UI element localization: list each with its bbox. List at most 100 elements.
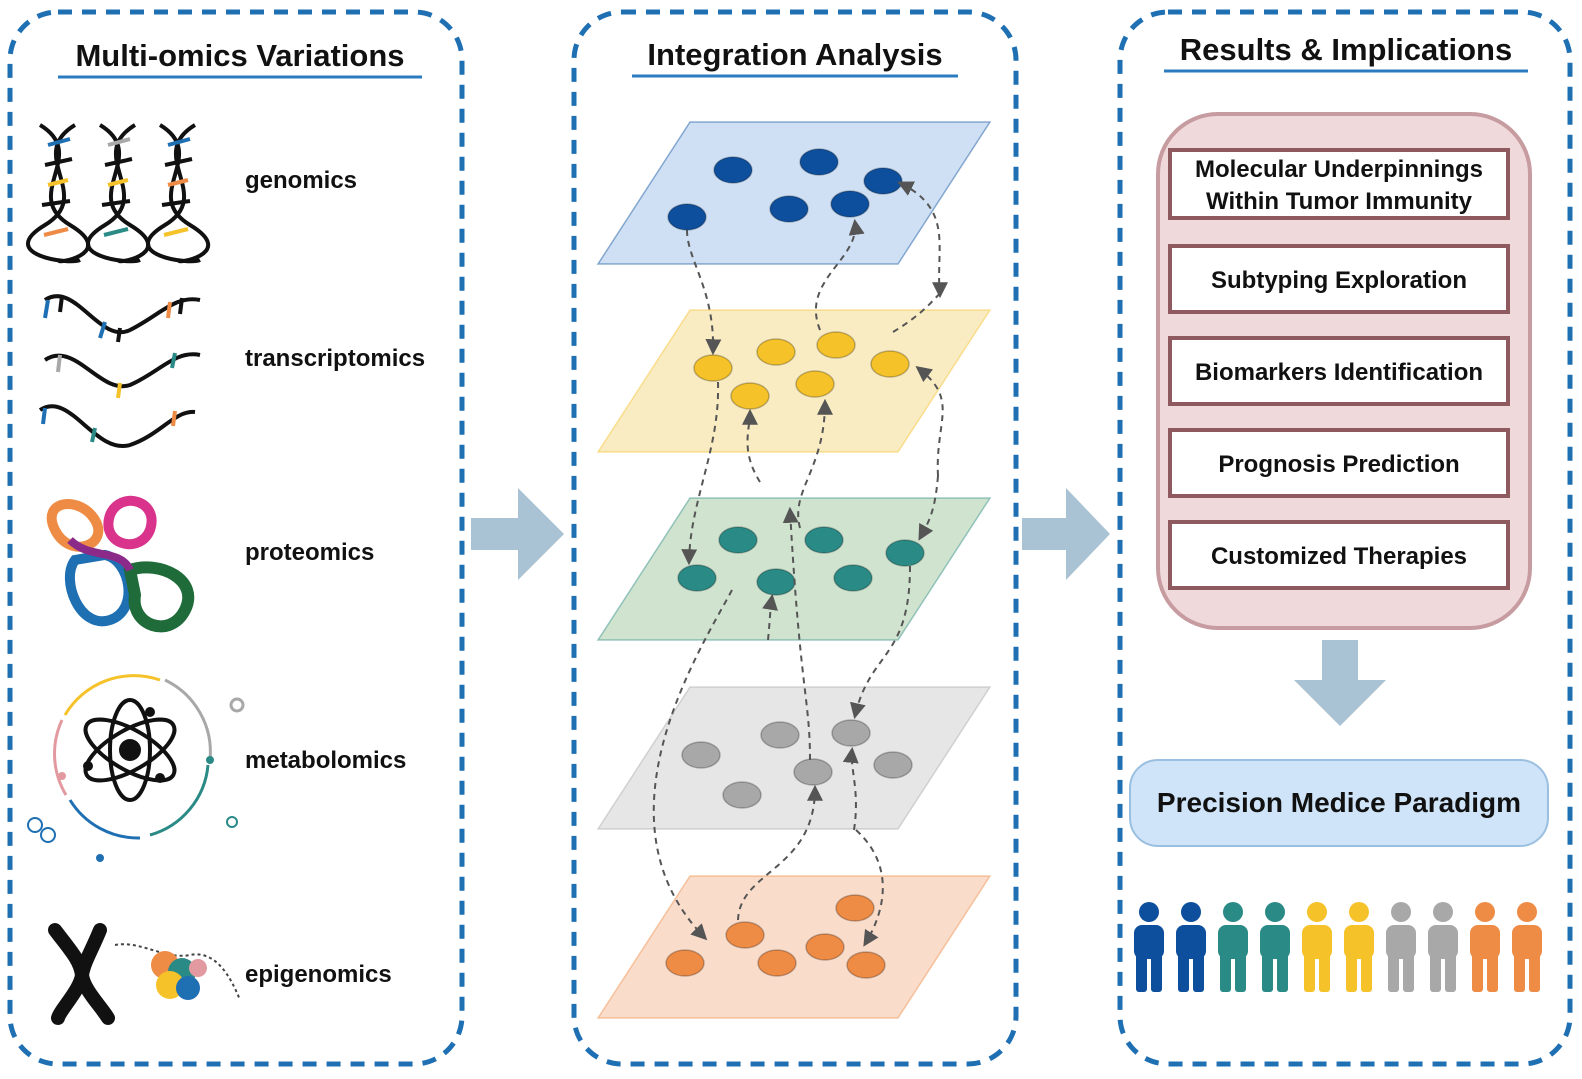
paradigm-label: Precision Medice Paradigm xyxy=(1157,787,1521,818)
layer-node-epigenomics-2 xyxy=(725,921,765,949)
layer-plane-genomics xyxy=(596,121,992,265)
person-icon xyxy=(1344,902,1374,992)
layer-node-transcriptomics-2 xyxy=(756,338,796,366)
omics-label-metabolomics: metabolomics xyxy=(245,747,406,774)
omics-label-proteomics: proteomics xyxy=(245,539,374,566)
result-box-2: Subtyping Exploration xyxy=(1168,244,1510,314)
person-icon xyxy=(1302,902,1332,992)
layer-node-genomics-4 xyxy=(799,148,839,176)
paradigm-box xyxy=(1129,759,1549,847)
variations-panel-border xyxy=(7,9,465,1067)
layer-transcriptomics xyxy=(596,309,992,453)
result-box-frame xyxy=(1168,428,1510,498)
result-box-frame xyxy=(1168,148,1510,220)
link-arrow-12 xyxy=(782,506,811,761)
variations-title: Multi-omics Variations xyxy=(75,38,404,73)
layer-node-metabolomics-5 xyxy=(793,758,833,786)
link-arrow-16 xyxy=(855,829,884,947)
person-icon xyxy=(1512,902,1542,992)
result-box-5: Customized Therapies xyxy=(1168,520,1510,590)
layer-node-metabolomics-4 xyxy=(722,781,762,809)
results-panel-border xyxy=(1117,9,1573,1067)
result-box-frame xyxy=(1168,520,1510,590)
layer-node-proteomics-2 xyxy=(718,526,758,554)
link-arrow-4 xyxy=(892,282,948,333)
result-box-label: Subtyping Exploration xyxy=(1211,267,1467,294)
integration-title: Integration Analysis xyxy=(647,37,942,72)
person-icon xyxy=(1260,902,1290,992)
layer-node-proteomics-1 xyxy=(677,564,717,592)
person-icon xyxy=(1470,902,1500,992)
flow-arrow-1 xyxy=(471,488,564,580)
layer-node-epigenomics-3 xyxy=(757,949,797,977)
results-title: Results & Implications xyxy=(1180,32,1512,67)
layer-node-metabolomics-1 xyxy=(681,741,721,769)
protein-fold-icon xyxy=(46,495,195,633)
cross-layer-links xyxy=(652,181,948,947)
person-icon xyxy=(1386,902,1416,992)
person-icon xyxy=(1176,902,1206,992)
integration-panel-border xyxy=(571,9,1019,1067)
layer-node-epigenomics-4 xyxy=(805,933,845,961)
result-box-3: Biomarkers Identification xyxy=(1168,336,1510,406)
layer-plane-epigenomics xyxy=(596,875,992,1019)
variations-panel: Multi-omics Variations xyxy=(7,9,465,1067)
results-panel: Results & Implications Molecular Underpi… xyxy=(1117,9,1573,1067)
down-arrow xyxy=(1294,640,1386,726)
layer-node-transcriptomics-4 xyxy=(730,382,770,410)
layer-node-genomics-2 xyxy=(713,156,753,184)
result-box-4: Prognosis Prediction xyxy=(1168,428,1510,498)
layer-node-transcriptomics-3 xyxy=(816,331,856,359)
link-arrow-8 xyxy=(915,366,944,477)
layer-node-genomics-6 xyxy=(863,167,903,195)
link-arrow-14 xyxy=(737,784,823,921)
layer-node-metabolomics-3 xyxy=(831,719,871,747)
layer-node-transcriptomics-1 xyxy=(693,354,733,382)
link-arrow-2 xyxy=(814,218,865,331)
layer-node-epigenomics-6 xyxy=(846,951,886,979)
layer-node-proteomics-5 xyxy=(833,564,873,592)
result-box-frame xyxy=(1168,244,1510,314)
layer-plane-metabolomics xyxy=(596,686,992,830)
link-arrow-15 xyxy=(842,746,859,831)
person-icon xyxy=(1218,902,1248,992)
layer-node-proteomics-6 xyxy=(885,539,925,567)
result-box-label: Biomarkers Identification xyxy=(1195,359,1483,386)
person-icon xyxy=(1428,902,1458,992)
patient-icons xyxy=(1134,902,1542,992)
layer-node-genomics-1 xyxy=(667,203,707,231)
result-box-label: Within Tumor Immunity xyxy=(1206,188,1473,215)
layer-node-proteomics-4 xyxy=(804,526,844,554)
link-arrow-11 xyxy=(762,593,778,641)
result-box-label: Customized Therapies xyxy=(1211,543,1467,570)
person-icon xyxy=(1134,902,1164,992)
link-arrow-9 xyxy=(918,475,939,541)
rna-strand-icon xyxy=(38,294,201,449)
layer-node-proteomics-3 xyxy=(756,568,796,596)
link-arrow-10 xyxy=(652,589,733,941)
link-arrow-6 xyxy=(741,408,761,483)
layer-metabolomics xyxy=(596,686,992,830)
layer-node-transcriptomics-6 xyxy=(870,350,910,378)
link-arrow-13 xyxy=(850,565,911,720)
chromosome-icon xyxy=(48,923,241,1025)
layer-node-genomics-5 xyxy=(830,190,870,218)
omics-label-transcriptomics: transcriptomics xyxy=(245,345,425,372)
layer-node-metabolomics-2 xyxy=(760,721,800,749)
layer-node-transcriptomics-5 xyxy=(795,370,835,398)
layer-node-epigenomics-1 xyxy=(665,949,705,977)
link-arrow-3 xyxy=(897,181,941,296)
layer-node-epigenomics-5 xyxy=(835,894,875,922)
link-arrow-5 xyxy=(681,381,720,566)
layer-genomics xyxy=(596,121,992,265)
layer-epigenomics xyxy=(596,875,992,1019)
flow-arrow-2 xyxy=(1022,488,1110,580)
integration-panel: Integration Analysis xyxy=(571,9,1019,1067)
omics-label-epigenomics: epigenomics xyxy=(245,961,392,988)
layer-plane-transcriptomics xyxy=(596,309,992,453)
dna-double-helix-icon xyxy=(26,123,211,264)
atom-cycle-icon xyxy=(27,674,245,862)
